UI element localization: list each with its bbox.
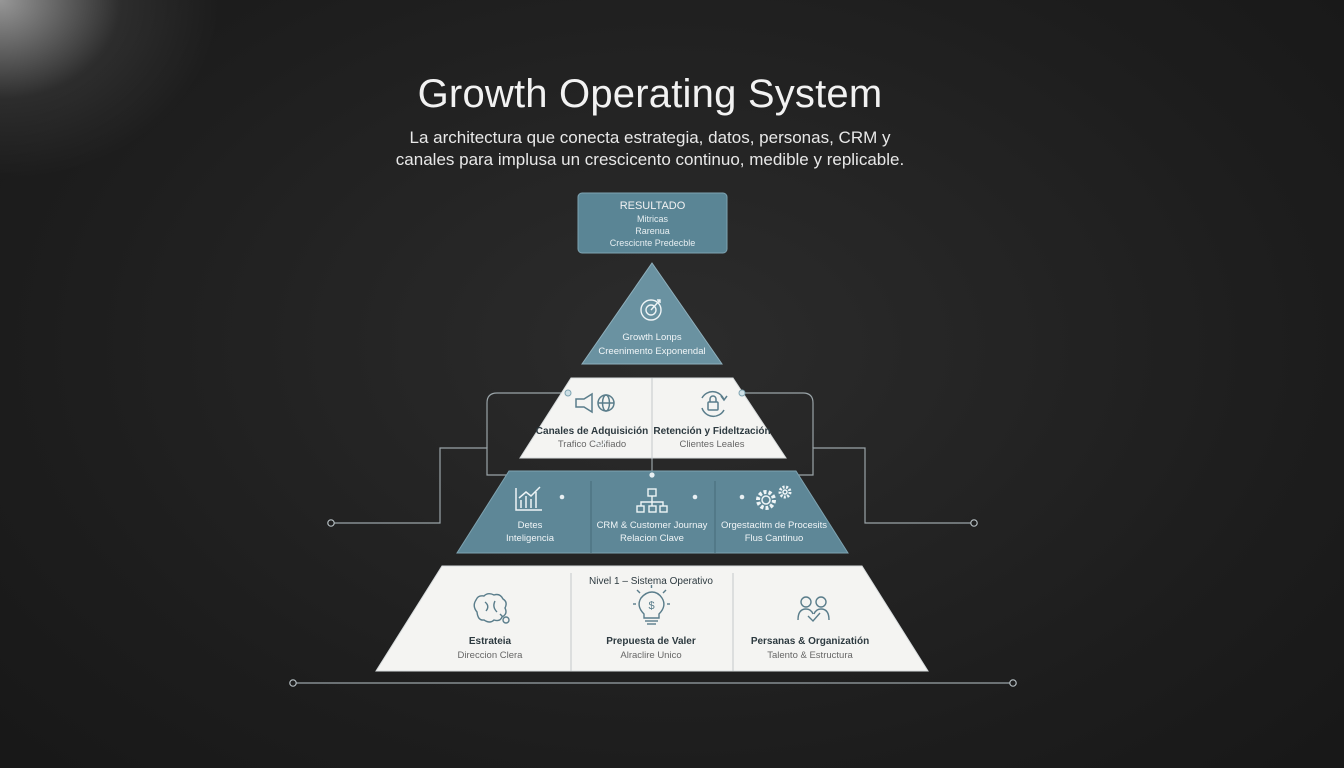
result-heading: RESULTADO bbox=[620, 200, 686, 212]
node-dot bbox=[559, 494, 565, 500]
megaphone-globe-icon bbox=[575, 392, 615, 414]
node-dot bbox=[649, 472, 655, 478]
level-1-right-subtitle: Talento & Estructura bbox=[767, 650, 853, 661]
tier-3-right-title: Retención y Fideltzación bbox=[653, 426, 770, 437]
page-subtitle: La architectura que conecta estrategia, … bbox=[292, 127, 1008, 171]
tier-top-growth-loops: Growth Lonps Creenimento Exponendal bbox=[581, 262, 723, 365]
tier-top-shape bbox=[581, 262, 723, 365]
subtitle-line-2: canales para implusa un crescicento cont… bbox=[395, 150, 905, 169]
node-dot bbox=[739, 494, 745, 500]
left-upper-connector bbox=[486, 392, 568, 448]
subtitle-line-1: La architectura que conecta estrategia, … bbox=[409, 128, 891, 147]
tier-3-left-title: Canales de Adquisición bbox=[536, 426, 648, 437]
tier-2-left-subtitle: Inteligencia bbox=[506, 533, 555, 544]
tier-3-left-subtitle: Trafico Califiado bbox=[558, 439, 626, 450]
tier-top-subtitle: Creenimento Exponendal bbox=[598, 346, 705, 357]
tier-2-center-subtitle: Relacion Clave bbox=[620, 533, 684, 544]
level-1-center-title: Prepuesta de Valer bbox=[606, 636, 696, 647]
level-1-right-title: Persanas & Organizatión bbox=[751, 636, 869, 647]
connector-nodes bbox=[289, 519, 1017, 687]
tier-2-right-title: Orgestacitm de Procesits bbox=[721, 520, 827, 531]
result-line-3: Crescicnte Predecble bbox=[610, 238, 696, 248]
people-icon bbox=[797, 596, 830, 623]
chart-icon bbox=[515, 486, 542, 511]
target-icon bbox=[640, 299, 662, 321]
tier-2-right-subtitle: Flus Cantinuo bbox=[745, 533, 804, 544]
node-dot bbox=[289, 679, 297, 687]
node-dot bbox=[738, 389, 746, 397]
lock-cycle-icon bbox=[701, 390, 728, 418]
tier-2-center-title: CRM & Customer Journay bbox=[597, 520, 708, 531]
brain-icon bbox=[473, 593, 510, 624]
node-dot bbox=[327, 519, 335, 527]
connector-nodes-upper bbox=[564, 389, 746, 397]
tier-3: Canales de Adquisición Trafico Califiado… bbox=[519, 377, 787, 459]
level-1-heading: Nivel 1 – Sistema Operativo bbox=[589, 576, 713, 587]
tier-3-right-subtitle: Clientes Leales bbox=[680, 439, 745, 450]
level-1-left-subtitle: Direccion Clera bbox=[458, 650, 524, 661]
tier-top-title: Growth Lonps bbox=[622, 332, 681, 343]
level-1-center-subtitle: Alraclire Unico bbox=[620, 650, 681, 661]
result-box-bg bbox=[577, 192, 728, 254]
node-dot bbox=[970, 519, 978, 527]
tier-2: Detes Inteligencia CRM & Customer Journa… bbox=[456, 434, 849, 554]
node-dot bbox=[692, 494, 698, 500]
node-dot bbox=[564, 389, 572, 397]
level-1-left-title: Estrateia bbox=[469, 636, 512, 647]
node-dot bbox=[1009, 679, 1017, 687]
result-line-1: Mitricas bbox=[637, 214, 668, 224]
page-title: Growth Operating System bbox=[417, 72, 883, 116]
svg-text:$: $ bbox=[648, 600, 654, 612]
right-upper-connector bbox=[742, 392, 814, 448]
tier-2-left-title: Detes bbox=[518, 520, 543, 531]
result-box: RESULTADO Mitricas Rarenua Crescicnte Pr… bbox=[577, 192, 728, 254]
lightbulb-dollar-icon: $ bbox=[633, 585, 670, 625]
result-line-2: Rarenua bbox=[635, 226, 670, 236]
gears-icon bbox=[756, 485, 792, 510]
org-heart-icon bbox=[594, 434, 668, 513]
tier-1-base: Nivel 1 – Sistema Operativo Estrateia Di… bbox=[375, 565, 929, 672]
